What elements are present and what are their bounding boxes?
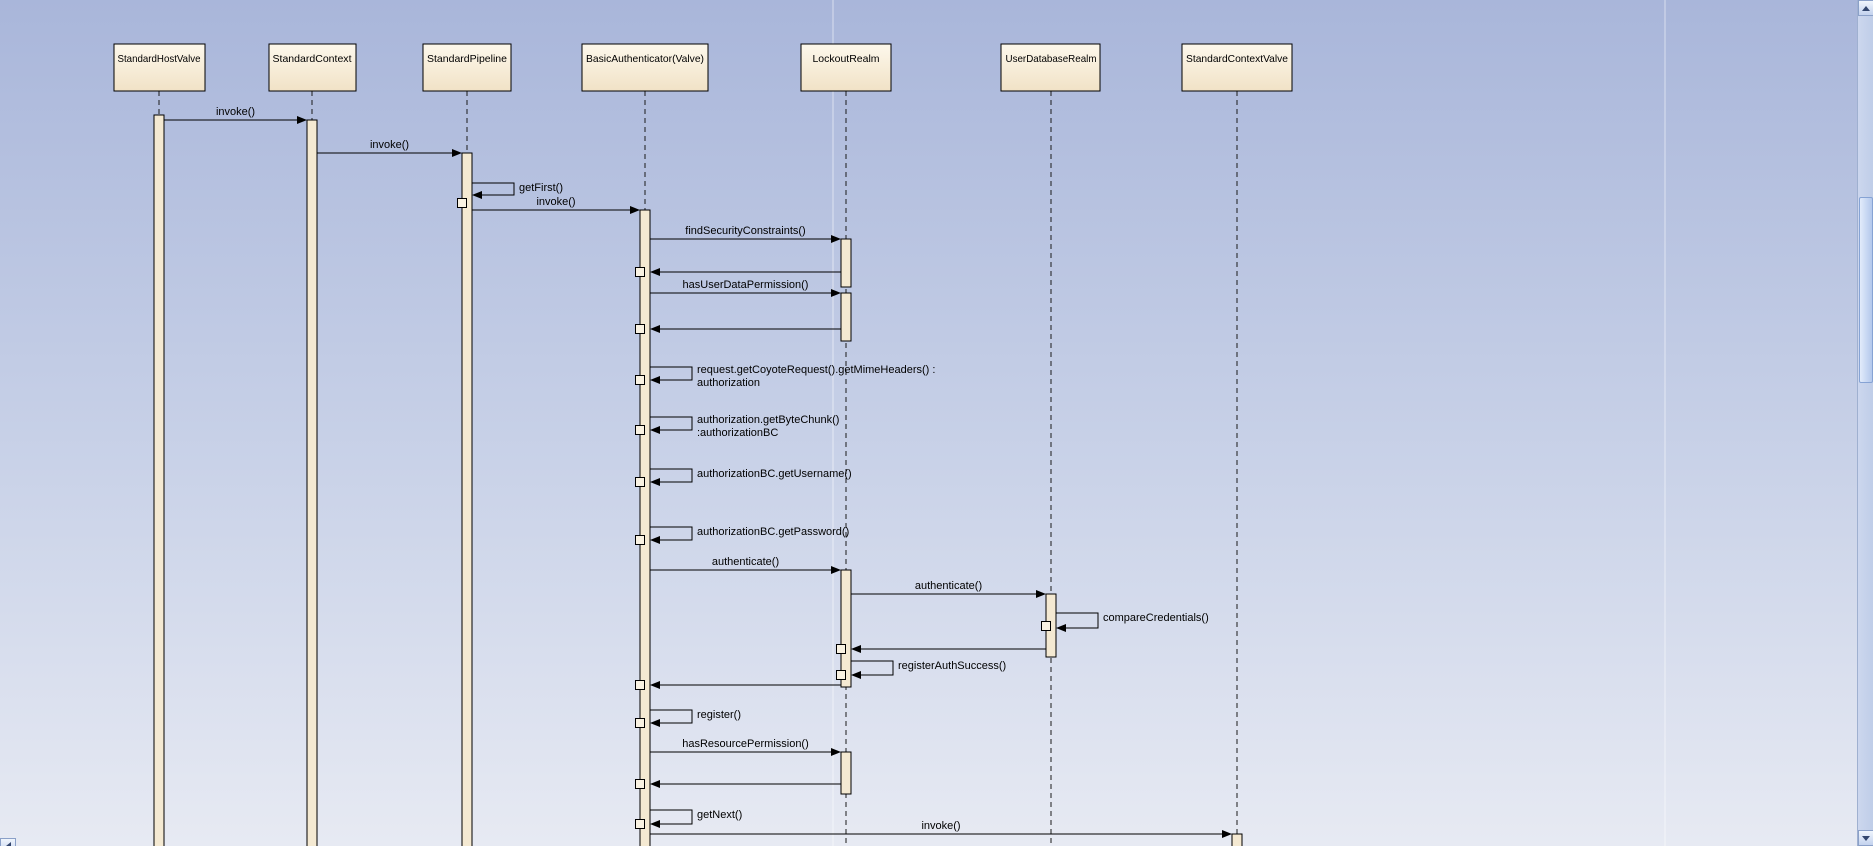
self-message-arrow [650,526,693,541]
activation-bar[interactable] [306,119,318,846]
message-label: :authorizationBC [697,427,778,439]
scrollbar-up-button[interactable] [1858,0,1873,16]
message-label: authorizationBC.getUsername() [697,468,852,480]
lifeline-head-standardhostvalve[interactable] [113,43,206,92]
message-label: hasUserDataPermission() [683,279,809,291]
arrowhead-icon [650,478,660,486]
message-label: authenticate() [712,556,779,568]
self-message-arrow [650,416,693,431]
arrowhead-icon [630,206,640,214]
lifeline-head-standardpipeline[interactable] [422,43,512,92]
arrowhead-icon [650,780,660,788]
self-message-arrow [851,660,894,676]
message-label: findSecurityConstraints() [685,225,805,237]
return-marker [635,779,645,789]
lifeline-head-standardcontext[interactable] [268,43,357,92]
arrowhead-icon [650,719,660,727]
message-label: authorization [697,377,760,389]
return-marker [457,198,467,208]
arrowhead-icon [650,376,660,384]
arrowhead-icon [297,116,307,124]
message-label: invoke() [216,106,255,118]
self-message-arrow [650,709,693,724]
message-label: registerAuthSuccess() [898,660,1006,672]
scrollbar-down-button[interactable] [1858,830,1873,846]
return-marker [635,267,645,277]
lifeline-head-label: StandardContextValve [1186,53,1288,65]
return-marker [836,670,846,680]
arrowhead-icon [851,671,861,679]
activation-bar[interactable] [639,209,651,846]
message-label: hasResourcePermission() [682,738,809,750]
arrowhead-icon [650,681,660,689]
message-label: invoke() [370,139,409,151]
lifeline-head-label: LockoutRealm [812,53,879,65]
lifeline-head-label: StandardContext [273,53,352,65]
return-marker [635,680,645,690]
arrow-down-icon [1862,835,1870,841]
message-label: getNext() [697,809,742,821]
arrowhead-icon [472,191,482,199]
arrowhead-icon [650,820,660,828]
return-marker [635,425,645,435]
arrow-up-icon [1862,5,1870,11]
arrowhead-icon [831,566,841,574]
activation-bar[interactable] [840,292,852,342]
arrowhead-icon [831,289,841,297]
arrowhead-icon [650,426,660,434]
self-message-arrow [1056,612,1099,629]
return-marker [1041,621,1051,631]
lifeline-head-label: StandardHostValve [118,53,201,65]
arrowhead-icon [1036,590,1046,598]
arrowhead-icon [1056,624,1066,632]
self-message-arrow [650,468,693,483]
self-message-arrow [650,366,693,381]
lifeline-head-userdatabaserealm[interactable] [1000,43,1101,92]
message-label: register() [697,709,741,721]
scrollbar-left-button[interactable] [0,838,16,846]
message-label: invoke() [536,196,575,208]
message-label: invoke() [921,820,960,832]
lifeline-head-label: UserDatabaseRealm [1006,53,1097,65]
lifeline-head-lockoutrealm[interactable] [800,43,892,92]
self-message-arrow [650,809,693,825]
return-marker [635,718,645,728]
return-marker [635,375,645,385]
activation-bar[interactable] [153,114,165,846]
return-marker [635,535,645,545]
activation-bar[interactable] [840,569,852,688]
activation-bar[interactable] [840,751,852,795]
message-label: authenticate() [915,580,982,592]
message-label: authorizationBC.getPassword() [697,526,849,538]
activation-bar[interactable] [461,152,473,846]
lifeline-head-basicauthenticator-valve[interactable] [581,43,709,92]
activation-bar[interactable] [1231,833,1243,846]
return-marker [635,477,645,487]
arrowhead-icon [452,149,462,157]
arrowhead-icon [650,325,660,333]
message-label: getFirst() [519,182,563,194]
activation-bar[interactable] [840,238,852,288]
arrowhead-icon [1222,830,1232,838]
message-label: request.getCoyoteRequest().getMimeHeader… [697,364,935,376]
vertical-scrollbar[interactable] [1857,0,1873,846]
self-message-arrow [472,182,515,196]
arrowhead-icon [650,536,660,544]
lifeline-head-label: BasicAuthenticator(Valve) [586,53,704,65]
return-marker [635,819,645,829]
message-label: authorization.getByteChunk() [697,414,839,426]
lifeline-head-label: StandardPipeline [427,53,507,65]
lifeline-head-standardcontextvalve[interactable] [1181,43,1293,92]
scrollbar-thumb[interactable] [1859,197,1873,383]
return-marker [635,324,645,334]
arrowhead-icon [851,645,861,653]
arrowhead-icon [650,268,660,276]
arrowhead-icon [831,235,841,243]
arrowhead-icon [831,748,841,756]
arrow-left-icon [5,842,11,846]
return-marker [836,644,846,654]
message-label: compareCredentials() [1103,612,1209,624]
